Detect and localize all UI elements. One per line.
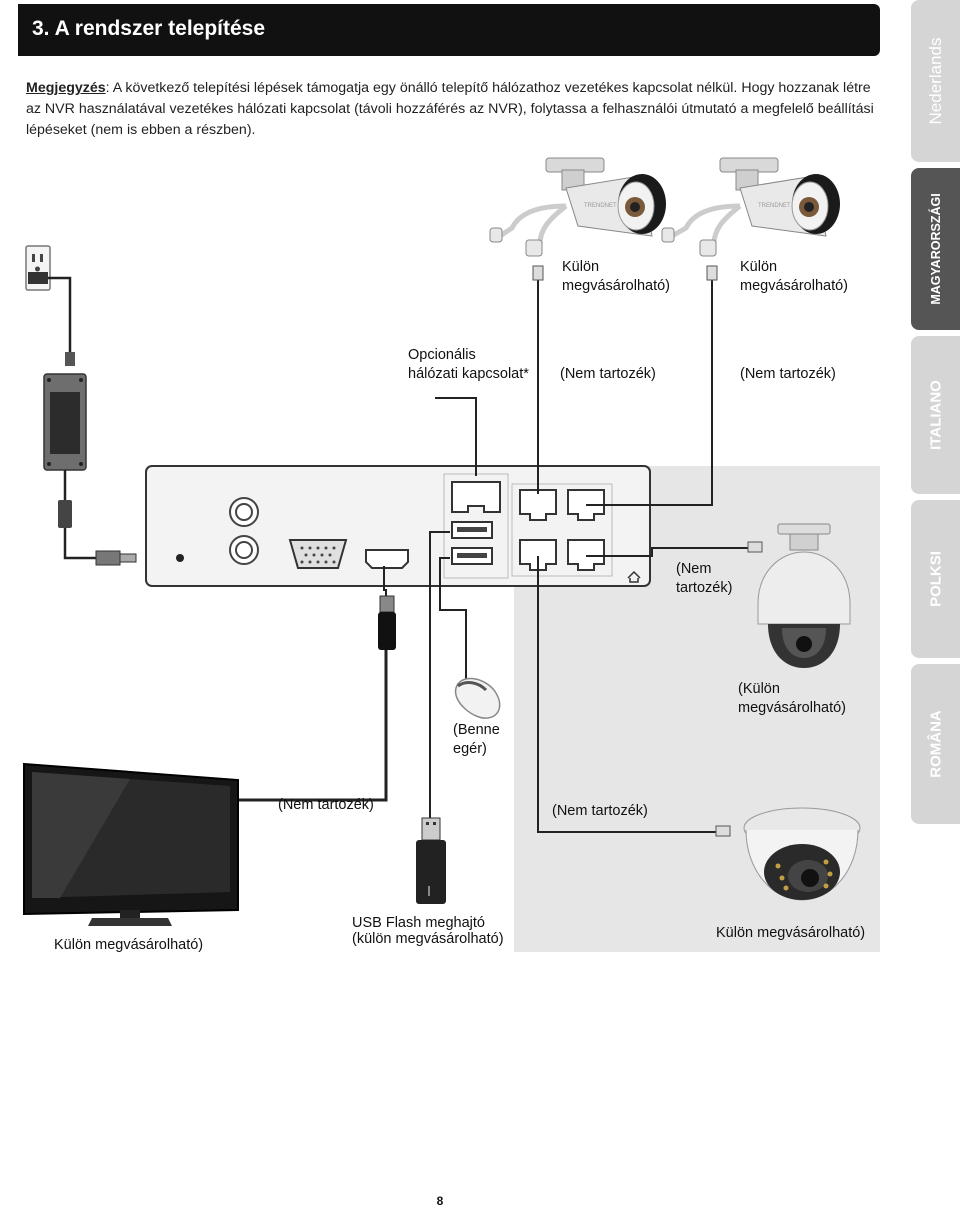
hdmi-cable-plug-icon [378,595,396,650]
camera2-sold-label-line2: megvásárolható) [740,278,848,294]
hdmi-port [365,549,409,569]
language-tabs: Nederlands MAGYARORSZÁGI ITALIANO POLKSI… [911,0,960,830]
dome-not-included-label: (Nem tartozék) [552,803,648,819]
ptz-sold-line1: (Külön [738,681,780,697]
camera1-sold-label-line2: megvásárolható) [562,278,670,294]
wan-port [451,481,501,513]
note-paragraph: Megjegyzés: A következő telepítési lépés… [26,78,878,141]
optional-network-label-line2: hálózati kapcsolat* [408,366,529,382]
tab-romana[interactable]: ROMÂNA [911,664,960,824]
bullet-camera-1-icon: TRENDNET [489,157,666,257]
tab-magyarorszagi[interactable]: MAGYARORSZÁGI [911,168,960,330]
dc-plug-icon [95,550,137,566]
optional-network-label-line1: Opcionális [408,347,476,363]
svg-text:TRENDNET: TRENDNET [758,203,791,209]
camera2-sold-label-line1: Külön [740,259,778,275]
dome-sold-label: Külön megvásárolható) [716,925,866,941]
mouse-label-line1: (Benne [453,722,500,738]
power-plug-head [65,352,75,366]
hdmi-not-included-label: (Nem tartozék) [278,797,374,813]
dome-camera-icon [743,807,861,901]
wall-outlet-icon [25,245,51,291]
poe-port-3 [519,539,557,571]
note-text: : A következő telepítési lépések támogat… [26,80,874,138]
tv-sold-label: Külön megvásárolható) [54,937,204,953]
note-label: Megjegyzés [26,80,106,96]
not-included-label-2: (Nem tartozék) [740,366,836,382]
not-included-label-1: (Nem tartozék) [560,366,656,382]
usb-flash-drive-icon [416,817,446,904]
usb-label-line2: (külön megvásárolható) [352,931,504,947]
installation-diagram: TRENDNET TRENDNET [23,157,880,952]
ptz-sold-line2: megvásárolható) [738,700,846,716]
bullet-camera-2-icon: TRENDNET [661,157,840,257]
ptz-camera-icon [757,523,851,668]
rj45-plug [706,265,718,281]
section-title: 3. A rendszer telepítése [32,17,266,40]
tv-monitor-icon [23,762,239,926]
vga-port [288,539,348,569]
tab-nederlands[interactable]: Nederlands [911,0,960,162]
tab-italiano[interactable]: ITALIANO [911,336,960,494]
rj45-plug [532,265,544,281]
section-header: 3. A rendszer telepítése [18,4,880,56]
ptz-not-included-line2: tartozék) [676,580,733,596]
page-number: 8 [436,1194,444,1208]
ferrite-core [58,500,72,528]
ptz-not-included-line1: (Nem [676,561,712,577]
rj45-plug [747,541,763,553]
nvr-back-panel [145,465,651,587]
svg-text:TRENDNET: TRENDNET [584,203,617,209]
camera1-sold-label-line1: Külön [562,259,600,275]
tab-label: Nederlands [925,37,945,125]
rj45-plug [715,825,731,837]
power-adapter-icon [43,373,87,471]
mouse-label-line2: egér) [453,741,487,757]
diagram-labels: Külön megvásárolható) Külön megvásárolha… [0,150,960,970]
poe-port-1 [519,489,557,521]
tab-polksi[interactable]: POLKSI [911,500,960,658]
mouse-icon [454,677,501,719]
usb-label-line1: USB Flash meghajtó [352,915,485,931]
